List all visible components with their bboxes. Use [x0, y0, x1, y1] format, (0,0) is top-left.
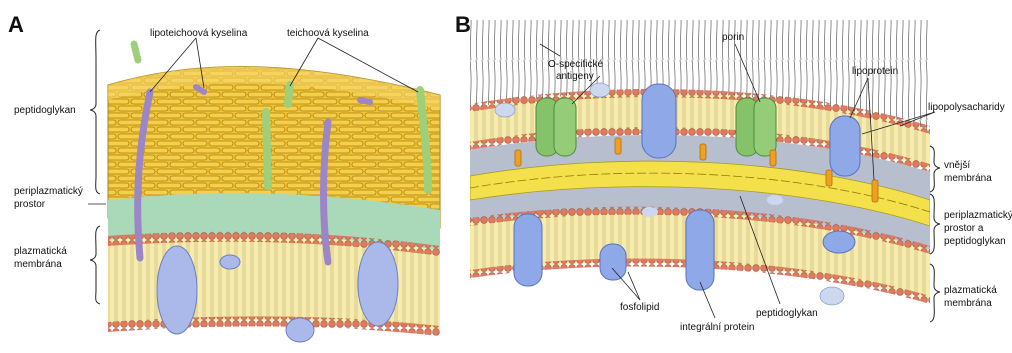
- porin: [736, 98, 776, 156]
- label-periplasmic-line2: prostor: [14, 199, 46, 210]
- outer-membrane-protein: [642, 84, 676, 158]
- label-lipoteichoic-acid: lipoteichoová kyselina: [150, 28, 248, 39]
- label-lipoprotein: lipoprotein: [852, 66, 898, 77]
- teichoic-acid: [266, 112, 268, 186]
- label-inner-membrane-line2: membrána: [944, 298, 992, 309]
- label-peptidoglycan-b: peptidoglykan: [756, 308, 818, 319]
- outer-membrane-protein: [830, 116, 860, 176]
- membrane-protein: [157, 246, 197, 334]
- label-porin: porin: [722, 32, 744, 43]
- label-periplasm-line1: periplazmatický: [944, 210, 1012, 221]
- integral-protein: [686, 210, 714, 290]
- teichoic-acid: [288, 85, 290, 104]
- membrane-blob: [820, 287, 844, 305]
- label-teichoic-acid: teichoová kyselina: [287, 28, 369, 39]
- brace-inner-membrane: [930, 264, 940, 322]
- label-phospholipid: fosfolipid: [620, 302, 659, 313]
- label-plasma-membrane-line2: membrána: [14, 259, 62, 270]
- panel-b-illustration: [470, 20, 930, 305]
- label-periplasmic-line1: periplazmatický: [14, 186, 83, 197]
- panel-b: B: [455, 12, 1012, 333]
- label-outer-membrane-line1: vnější: [944, 160, 970, 171]
- membrane-blob: [590, 83, 610, 97]
- brace-periplasm: [930, 194, 940, 254]
- periplasm-protein: [642, 207, 658, 217]
- teichoic-acid: [134, 44, 138, 60]
- brace-outer-membrane: [930, 146, 940, 192]
- membrane-protein: [220, 255, 240, 269]
- periplasm-protein: [767, 195, 783, 205]
- panel-a-braces: [90, 30, 100, 304]
- panel-a: A: [8, 12, 440, 342]
- label-outer-membrane-line2: membrána: [944, 173, 992, 184]
- brace-plasma-membrane: [90, 226, 100, 304]
- label-integral-protein: integrální protein: [680, 322, 755, 333]
- panel-b-letter: B: [455, 12, 471, 37]
- label-lipopolysaccharides: lipopolysacharidy: [928, 102, 1005, 113]
- panel-a-letter: A: [8, 12, 24, 37]
- panel-a-illustration: [108, 44, 440, 342]
- label-periplasm-line3: peptidoglykan: [944, 236, 1006, 247]
- label-periplasm-line2: prostor a: [944, 223, 984, 234]
- label-o-antigen-line2: antigeny: [556, 71, 594, 82]
- label-inner-membrane-line1: plazmatická: [944, 285, 997, 296]
- label-o-antigen-line1: O-specifické: [548, 59, 603, 70]
- porin: [536, 98, 576, 156]
- periplasm-protein: [823, 231, 855, 253]
- membrane-blob: [495, 103, 515, 117]
- panel-b-braces: [930, 146, 940, 322]
- label-plasma-membrane-line1: plazmatická: [14, 246, 67, 257]
- membrane-protein: [358, 242, 398, 326]
- brace-peptidoglycan: [90, 30, 100, 194]
- lipoteichoic-acid-tip: [196, 87, 204, 92]
- integral-protein: [514, 214, 542, 286]
- membrane-protein: [286, 318, 314, 342]
- lipoteichoic-acid-tip: [360, 100, 370, 102]
- label-peptidoglycan: peptidoglykan: [14, 105, 76, 116]
- integral-protein: [600, 244, 626, 280]
